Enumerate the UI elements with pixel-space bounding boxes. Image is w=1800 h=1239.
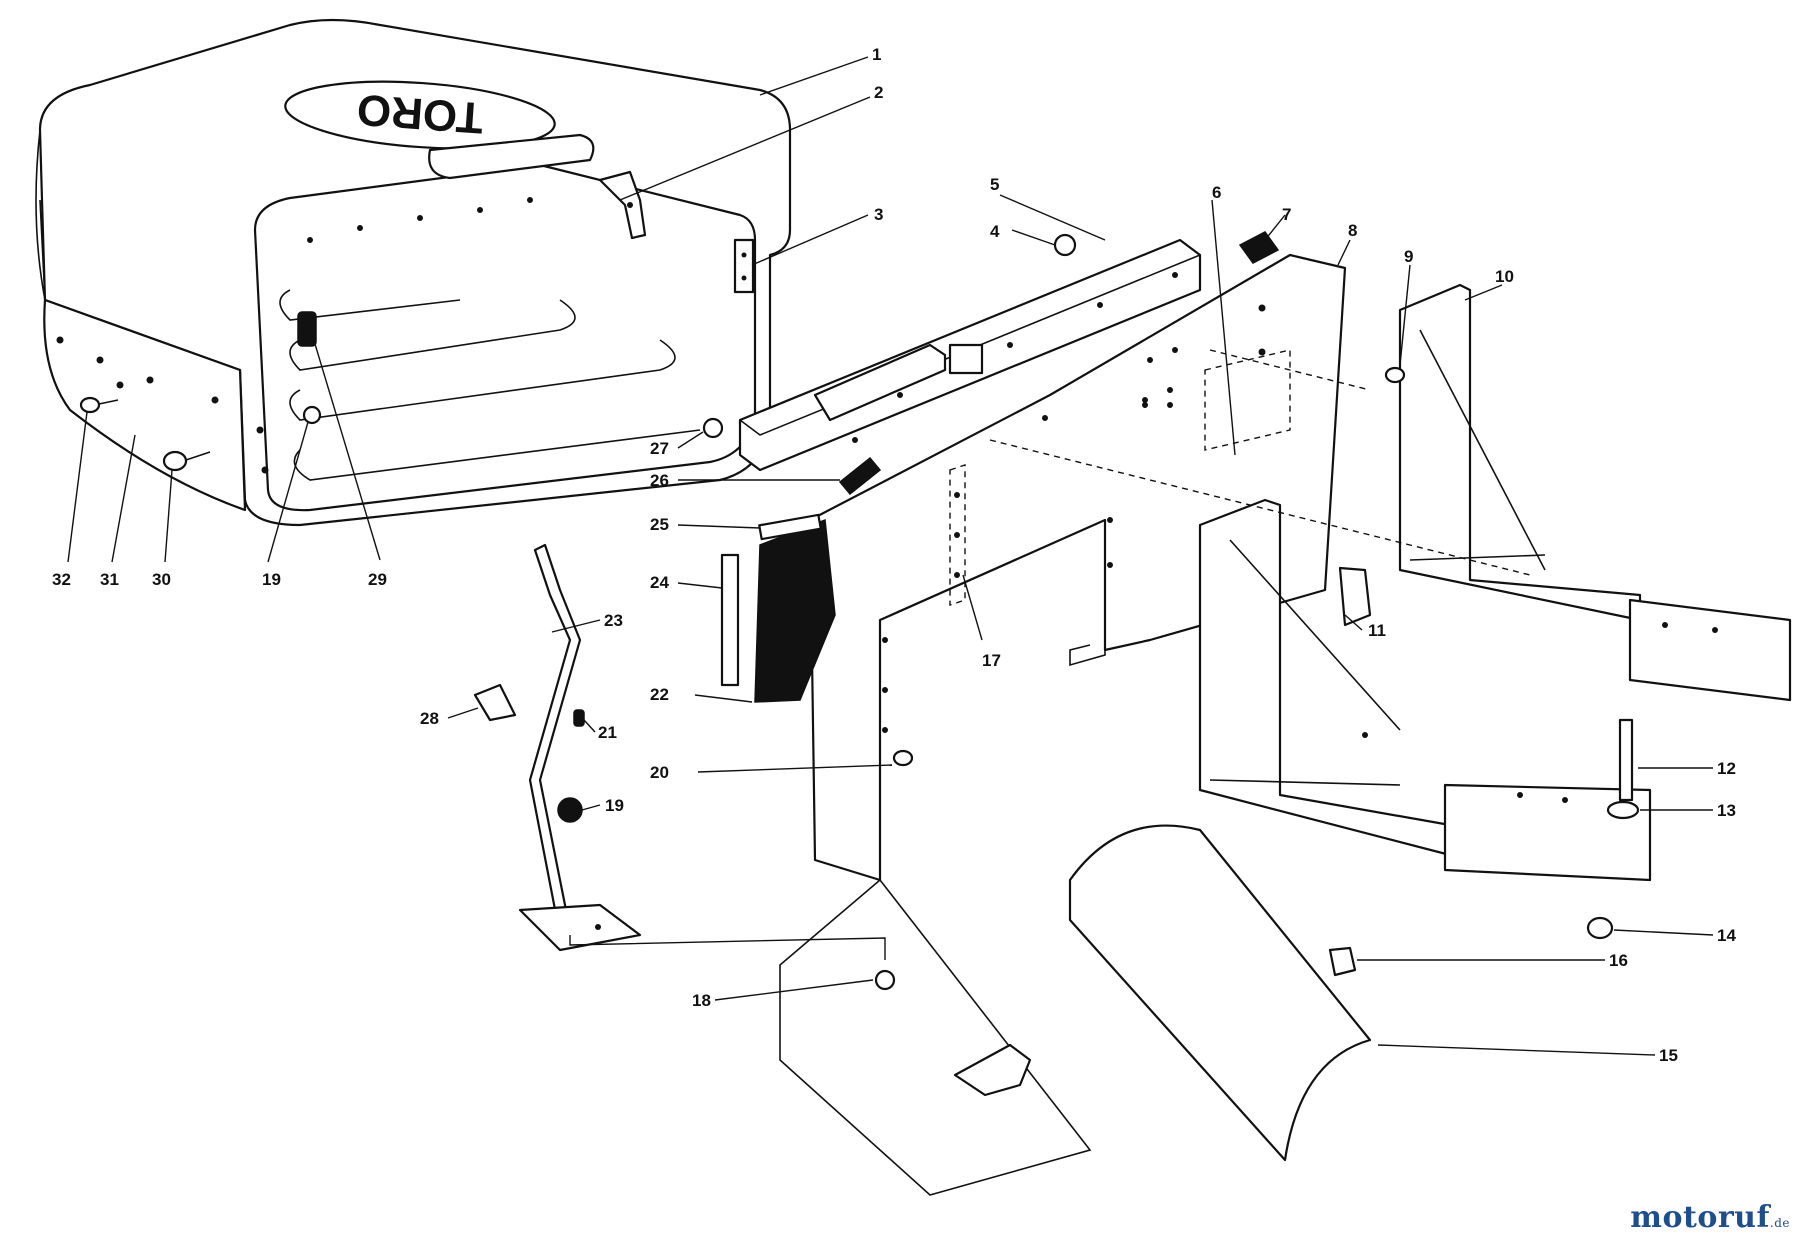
- watermark: motoruf.de: [1630, 1200, 1790, 1235]
- callout-30: 30: [152, 570, 171, 589]
- callout-11: 11: [1368, 621, 1386, 640]
- bolt-rear: [1384, 366, 1406, 384]
- callout-12: 12: [1717, 759, 1736, 778]
- callout-3: 3: [874, 205, 883, 224]
- nut-upper: [302, 405, 322, 425]
- callout-18: 18: [692, 991, 711, 1010]
- callout-31: 31: [100, 570, 119, 589]
- knob-bolt: [162, 450, 188, 472]
- lever: [518, 543, 642, 952]
- callout-26: 26: [650, 471, 669, 490]
- callout-7: 7: [1282, 205, 1291, 224]
- washer-lower: [1606, 800, 1640, 820]
- chute-hinge: [953, 1043, 1032, 1097]
- callout-4: 4: [990, 222, 1000, 241]
- clamp-bar: [758, 513, 822, 541]
- watermark-suffix: .de: [1769, 1216, 1790, 1230]
- flap-bracket: [720, 553, 740, 687]
- callout-14: 14: [1717, 926, 1736, 945]
- clip: [473, 683, 517, 722]
- assembly-line: [569, 935, 886, 960]
- callout-2: 2: [874, 83, 883, 102]
- callout-13: 13: [1717, 801, 1736, 820]
- latch: [297, 311, 317, 347]
- top-rail: [738, 238, 1202, 472]
- grass-catcher-bag: TORO: [35, 18, 792, 527]
- callout-6: 6: [1212, 183, 1221, 202]
- watermark-brand: motoruf: [1630, 1200, 1770, 1235]
- long-bolt: [1618, 718, 1634, 802]
- bolt-frame: [892, 749, 914, 767]
- callout-29: 29: [368, 570, 387, 589]
- bolt-chute: [1328, 946, 1357, 977]
- callouts: 1 2 3 4 5 6 7 8 9 10 11 12 13 14 15 16 1…: [52, 45, 1736, 1065]
- chute-lower: [779, 878, 1092, 1196]
- callout-25: 25: [650, 515, 669, 534]
- callout-10: 10: [1495, 267, 1514, 286]
- pin: [573, 709, 585, 727]
- assembly-line: [989, 439, 1531, 576]
- rivet-bolt: [79, 396, 101, 414]
- callout-23: 23: [604, 611, 623, 630]
- callout-8: 8: [1348, 221, 1357, 240]
- nut-lower: [1586, 916, 1614, 940]
- washer-top: [1053, 233, 1077, 257]
- side-bracket: [733, 238, 755, 294]
- callout-16: 16: [1609, 951, 1628, 970]
- toro-logo: TORO: [284, 80, 556, 150]
- toro-logo-text: TORO: [355, 85, 484, 143]
- nut-frame: [702, 417, 724, 439]
- bag-handle: [428, 133, 595, 180]
- callout-19-lower: 19: [605, 796, 624, 815]
- callout-32: 32: [52, 570, 71, 589]
- callout-19-upper: 19: [262, 570, 281, 589]
- nut-lever: [557, 797, 583, 823]
- mounting-bracket-rear: [1398, 283, 1792, 702]
- callout-27: 27: [650, 439, 669, 458]
- callout-17: 17: [982, 651, 1001, 670]
- callout-24: 24: [650, 573, 669, 592]
- spring-side: [838, 456, 882, 496]
- callout-20: 20: [650, 763, 669, 782]
- callout-22: 22: [650, 685, 669, 704]
- main-frame: [808, 253, 1347, 882]
- hinge-bracket: [598, 170, 647, 240]
- nut-chute: [874, 969, 896, 991]
- spring-top: [1238, 231, 1280, 264]
- mounting-bracket-front: [1198, 498, 1652, 882]
- callout-21: 21: [598, 723, 617, 742]
- callout-15: 15: [1659, 1046, 1678, 1065]
- mount-pin: [1338, 566, 1372, 627]
- chute-cover: [1068, 824, 1372, 1162]
- callout-28: 28: [420, 709, 439, 728]
- leader-lines: [67, 56, 1714, 1056]
- callout-5: 5: [990, 175, 999, 194]
- assembly-line: [1209, 349, 1371, 391]
- callout-9: 9: [1404, 247, 1413, 266]
- callout-1: 1: [872, 45, 881, 64]
